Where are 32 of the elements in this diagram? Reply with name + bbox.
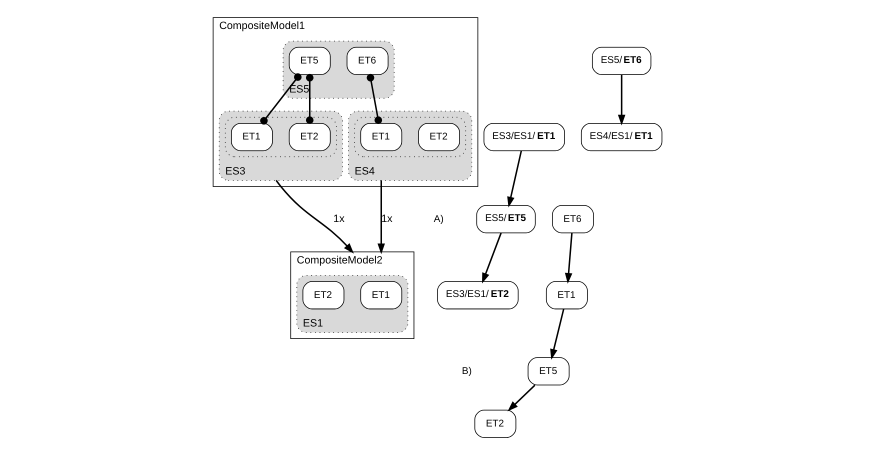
node-box: ES5/ET6 bbox=[592, 46, 652, 76]
arrow bbox=[508, 384, 536, 412]
node-box: ET2 bbox=[302, 281, 344, 310]
connector bbox=[306, 74, 314, 124]
label: B) bbox=[462, 366, 472, 377]
node-box: ES3/ES1/ET2 bbox=[437, 281, 519, 310]
node-box: ET2 bbox=[474, 410, 516, 438]
connector bbox=[366, 74, 382, 124]
arrow bbox=[378, 180, 385, 254]
node-box: ET5 bbox=[288, 46, 331, 76]
node-box: ET1 bbox=[360, 281, 402, 310]
node-box: ET1 bbox=[231, 122, 273, 152]
arrow bbox=[550, 308, 564, 360]
node-box: ES3/ES1/ET1 bbox=[484, 122, 565, 152]
node-box: ET5 bbox=[528, 357, 570, 386]
edge-label: 1x bbox=[381, 212, 392, 225]
label: A) bbox=[434, 214, 444, 225]
arrow bbox=[618, 74, 626, 126]
edge-label: 1x bbox=[333, 212, 345, 225]
arrow bbox=[507, 150, 522, 208]
node-box: ET6 bbox=[346, 46, 388, 76]
arrow bbox=[276, 180, 354, 254]
node-box: ET1 bbox=[546, 281, 588, 310]
arrow bbox=[482, 232, 502, 284]
node-box: ET6 bbox=[552, 205, 594, 234]
node-box: ET2 bbox=[418, 122, 460, 152]
node-box: ET1 bbox=[360, 122, 402, 152]
connector bbox=[260, 73, 302, 125]
node-box: ET2 bbox=[288, 122, 331, 152]
node-box: ES4/ES1/ET1 bbox=[580, 122, 662, 152]
arrow bbox=[564, 232, 573, 284]
node-box: ES5/ET5 bbox=[476, 205, 536, 234]
